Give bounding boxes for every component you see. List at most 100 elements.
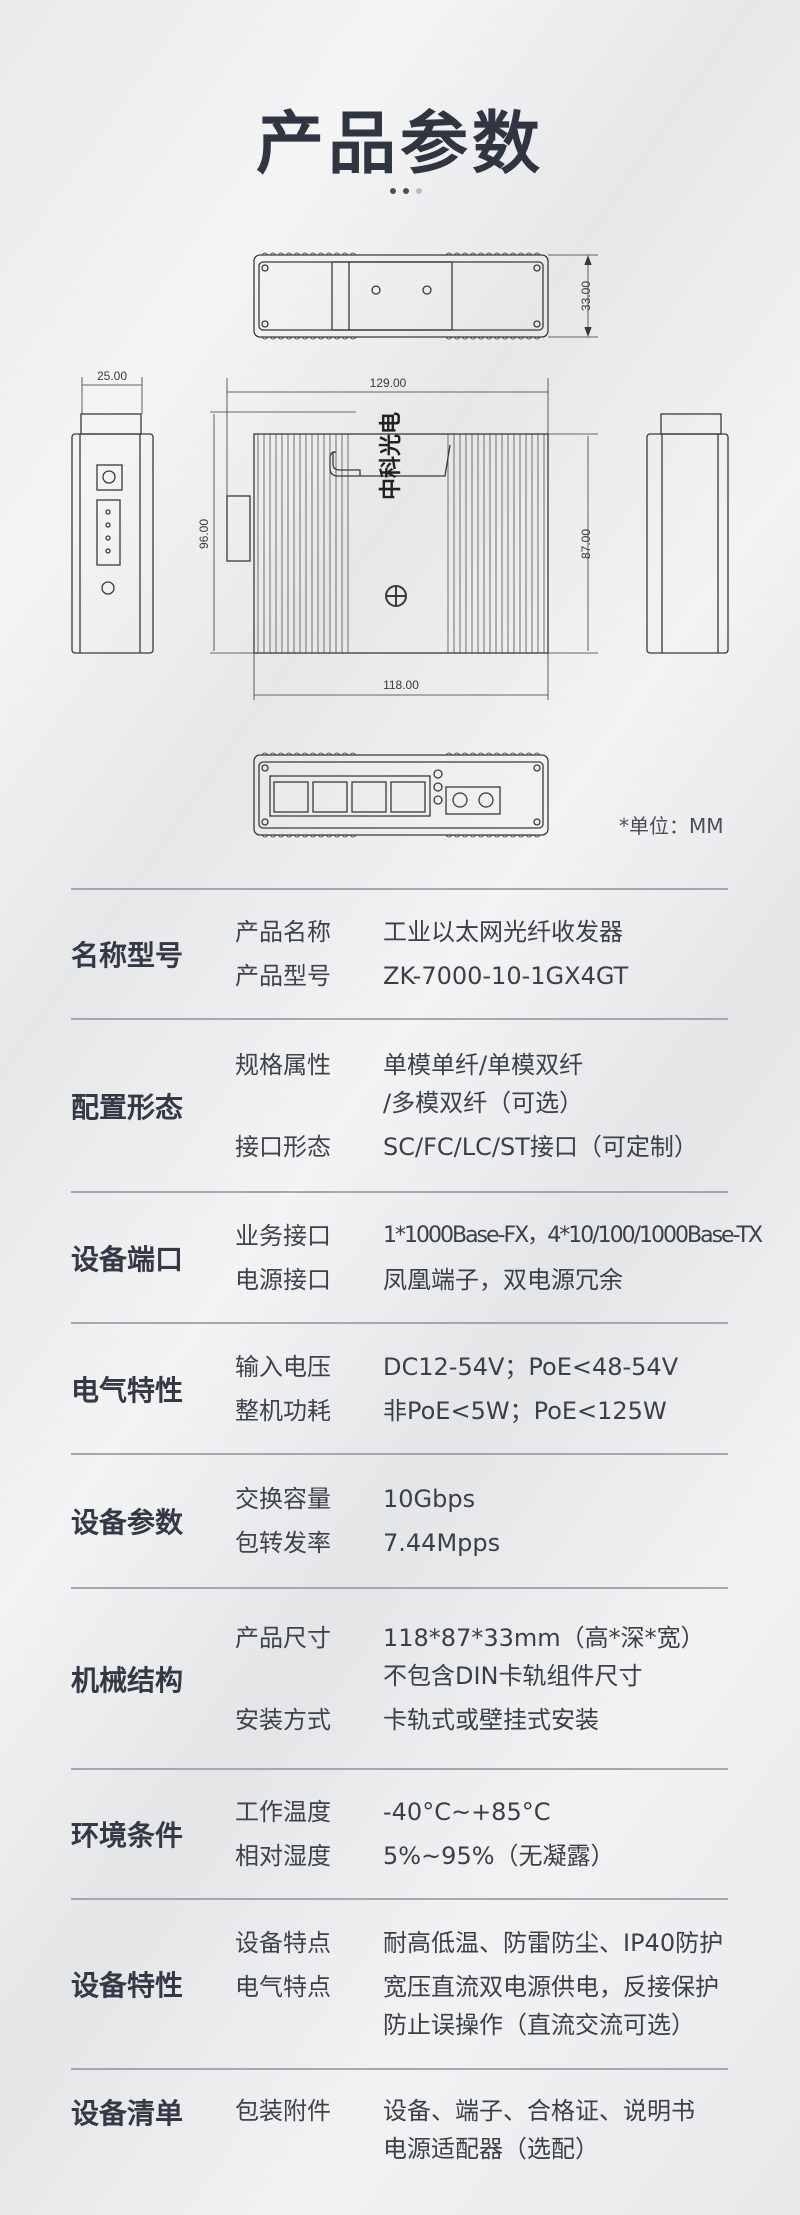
spec-value: 设备、端子、合格证、说明书电源适配器（选配） xyxy=(383,2092,695,2168)
edge-tooth xyxy=(445,252,453,256)
edge-tooth xyxy=(509,336,517,340)
edge-tooth xyxy=(349,834,357,838)
spec-value: 1*1000Base-FX，4*10/100/1000Base-TX xyxy=(383,1217,763,1255)
edge-tooth xyxy=(485,252,493,256)
edge-tooth xyxy=(501,752,509,756)
section-heading: 设备参数 xyxy=(71,1506,184,1539)
section-heading: 设备端口 xyxy=(71,1242,184,1276)
edge-tooth xyxy=(285,752,293,756)
spec-value-line: 卡轨式或壁挂式安装 xyxy=(383,1705,599,1734)
dim-87: 87.00 xyxy=(548,433,598,654)
edge-tooth xyxy=(317,252,325,256)
edge-tooth xyxy=(333,834,341,838)
section-heading: 设备清单 xyxy=(71,2097,184,2130)
spec-value-line: /多模双纤（可选） xyxy=(383,1088,584,1117)
edge-tooth xyxy=(261,834,269,838)
section-heading: 电气特性 xyxy=(71,1373,184,1407)
edge-tooth xyxy=(501,336,509,340)
edge-tooth xyxy=(285,336,293,340)
edge-tooth xyxy=(309,336,317,340)
spec-value: 工业以太网光纤收发器 xyxy=(383,913,623,951)
spec-value-line: 设备、端子、合格证、说明书 xyxy=(383,2097,695,2125)
dimension-drawing: 33.00 25.00 中科光电 129.00 96.00 xyxy=(71,252,729,838)
spec-row: 工作温度-40°C~+85°C xyxy=(235,1793,728,1831)
spec-value-line: 不包含DIN卡轨组件尺寸 xyxy=(383,1661,643,1690)
edge-tooth xyxy=(309,252,317,256)
dot xyxy=(390,188,396,194)
edge-tooth xyxy=(317,834,325,838)
edge-tooth xyxy=(277,252,285,256)
edge-tooth xyxy=(341,336,349,340)
dim-118: 118.00 xyxy=(253,653,549,700)
spec-value-line: 5%~95%（无凝露） xyxy=(383,1842,615,1870)
edge-tooth xyxy=(517,252,525,256)
edge-tooth xyxy=(349,752,357,756)
top-view xyxy=(253,252,549,340)
edge-tooth xyxy=(461,336,469,340)
edge-tooth xyxy=(525,336,533,340)
spec-label: 产品尺寸 xyxy=(235,1623,331,1652)
edge-tooth xyxy=(525,834,533,838)
spec-value-line: 防止误操作（直流交流可选） xyxy=(383,2011,695,2039)
edge-tooth xyxy=(301,834,309,838)
dim-33: 33.00 xyxy=(548,254,598,338)
section-heading: 环境条件 xyxy=(71,1819,184,1852)
edge-tooth xyxy=(285,834,293,838)
edge-tooth xyxy=(493,834,501,838)
right-side-view xyxy=(646,413,729,654)
edge-tooth xyxy=(477,252,485,256)
spec-label: 电气特点 xyxy=(235,1973,331,2001)
edge-tooth xyxy=(341,834,349,838)
spec-value-line: 1*1000Base-FX，4*10/100/1000Base-TX xyxy=(383,1222,763,1248)
edge-tooth xyxy=(277,752,285,756)
edge-tooth xyxy=(517,336,525,340)
dim-label-129: 129.00 xyxy=(370,376,407,390)
logo-text: 中科光电 xyxy=(378,412,403,500)
spec-value: 单模单纤/单模双纤/多模双纤（可选） xyxy=(383,1046,583,1122)
spec-label: 包装附件 xyxy=(235,2097,331,2125)
spec-value: 耐高低温、防雷防尘、IP40防护 xyxy=(383,1924,723,1962)
dim-label-118: 118.00 xyxy=(383,678,419,692)
edge-tooth xyxy=(533,752,541,756)
edge-tooth xyxy=(469,752,477,756)
edge-tooth xyxy=(285,252,293,256)
edge-tooth xyxy=(325,336,333,340)
spec-value-line: 10Gbps xyxy=(383,1485,476,1513)
section-heading: 机械结构 xyxy=(71,1663,184,1697)
spec-label: 输入电压 xyxy=(235,1352,331,1381)
spec-section: 设备清单 包装附件 设备、端子、合格证、说明书电源适配器（选配） xyxy=(71,2068,728,2215)
edge-tooth xyxy=(317,336,325,340)
dim-25: 25.00 xyxy=(81,369,143,414)
edge-tooth xyxy=(445,336,453,340)
edge-tooth xyxy=(469,834,477,838)
dot xyxy=(416,188,422,194)
spec-row: 电源接口凤凰端子，双电源冗余 xyxy=(235,1261,761,1299)
spec-section: 设备特性设备特点耐高低温、防雷防尘、IP40防护电气特点宽压直流双电源供电，反接… xyxy=(71,1898,728,2068)
edge-tooth xyxy=(445,752,453,756)
spec-value: 118*87*33mm（高*深*宽）不包含DIN卡轨组件尺寸 xyxy=(383,1619,705,1695)
spec-value-line: -40°C~+85°C xyxy=(383,1798,551,1826)
edge-tooth xyxy=(293,834,301,838)
dim-label-96: 96.00 xyxy=(197,519,211,549)
section-heading: 名称型号 xyxy=(71,939,184,972)
edge-tooth xyxy=(477,752,485,756)
edge-tooth xyxy=(309,834,317,838)
spec-value-line: 非PoE<5W；PoE<125W xyxy=(383,1396,667,1425)
spec-label: 产品型号 xyxy=(235,962,331,990)
front-main-view: 中科光电 xyxy=(226,412,549,654)
edge-tooth xyxy=(325,834,333,838)
spec-value-line: 电源适配器（选配） xyxy=(383,2135,599,2163)
spec-value-line: 工业以太网光纤收发器 xyxy=(383,918,623,946)
edge-tooth xyxy=(461,752,469,756)
edge-tooth xyxy=(509,252,517,256)
unit-label: *单位：MM xyxy=(619,814,724,838)
edge-tooth xyxy=(453,834,461,838)
